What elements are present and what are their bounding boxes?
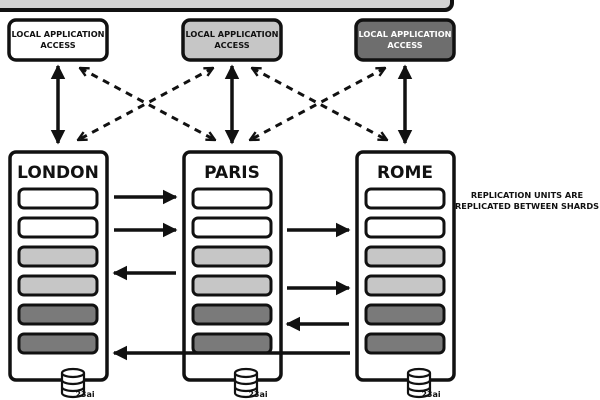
database-icon-ring <box>233 379 259 386</box>
solid-access-links <box>50 64 413 145</box>
database-version-label: 23ai <box>248 390 268 399</box>
note-line2: REPLICATED BETWEEN SHARDS <box>455 201 599 211</box>
shard-london: LONDON <box>8 150 109 382</box>
replication-unit <box>364 274 446 297</box>
replication-unit <box>191 245 273 268</box>
access-label-line2: ACCESS <box>387 40 422 50</box>
database-version-label: 23ai <box>75 390 95 399</box>
access-label-line1: LOCAL APPLICATION <box>358 29 451 39</box>
replication-unit <box>17 274 99 297</box>
database-icon-ring <box>233 386 259 393</box>
access-label-line2: ACCESS <box>214 40 249 50</box>
replication-unit <box>17 332 99 355</box>
database-icon <box>233 367 259 399</box>
replication-unit <box>191 187 273 210</box>
access-point-0: LOCAL APPLICATION ACCESS <box>7 18 109 62</box>
database-icon-top <box>60 367 86 379</box>
database-icon-ring <box>60 379 86 386</box>
replication-unit <box>364 245 446 268</box>
database-icon <box>60 367 86 399</box>
access-point-1: LOCAL APPLICATION ACCESS <box>181 18 283 62</box>
replication-unit <box>17 187 99 210</box>
replication-unit <box>17 216 99 239</box>
database-icon-top <box>233 367 259 379</box>
replication-unit <box>191 274 273 297</box>
replication-units <box>17 187 99 355</box>
access-box <box>181 18 283 62</box>
shard-rome: ROME <box>355 150 456 382</box>
database-icon-top <box>406 367 432 379</box>
note-line1: REPLICATION UNITS ARE <box>471 190 583 200</box>
application-tier-bar <box>0 0 454 12</box>
replication-arrows <box>112 189 351 361</box>
access-point-2: LOCAL APPLICATION ACCESS <box>354 18 456 62</box>
replication-unit <box>17 303 99 326</box>
replication-unit <box>191 332 273 355</box>
replication-unit <box>17 245 99 268</box>
replication-unit <box>364 332 446 355</box>
shard-name: LONDON <box>17 163 99 183</box>
access-link-dashed <box>78 66 213 142</box>
access-box <box>354 18 456 62</box>
replication-unit <box>191 216 273 239</box>
access-label-line1: LOCAL APPLICATION <box>11 29 104 39</box>
database-icon-ring <box>60 386 86 393</box>
database-icon <box>406 367 432 399</box>
replication-unit <box>191 303 273 326</box>
replication-note: REPLICATION UNITS ARE REPLICATED BETWEEN… <box>455 190 599 211</box>
access-box <box>7 18 109 62</box>
shard-paris: PARIS <box>182 150 283 382</box>
access-link-dashed <box>252 66 387 142</box>
shard-name: ROME <box>377 163 433 183</box>
replication-units <box>191 187 273 355</box>
access-label-line1: LOCAL APPLICATION <box>185 29 278 39</box>
replication-unit <box>364 303 446 326</box>
replication-unit <box>364 187 446 210</box>
database-version-label: 23ai <box>421 390 441 399</box>
shard-name: PARIS <box>204 163 260 183</box>
database-icon-ring <box>406 386 432 393</box>
access-link-dashed <box>250 66 385 142</box>
access-label-line2: ACCESS <box>40 40 75 50</box>
replication-unit <box>364 216 446 239</box>
access-link-dashed <box>80 66 215 142</box>
replication-units <box>364 187 446 355</box>
database-icon-ring <box>406 379 432 386</box>
